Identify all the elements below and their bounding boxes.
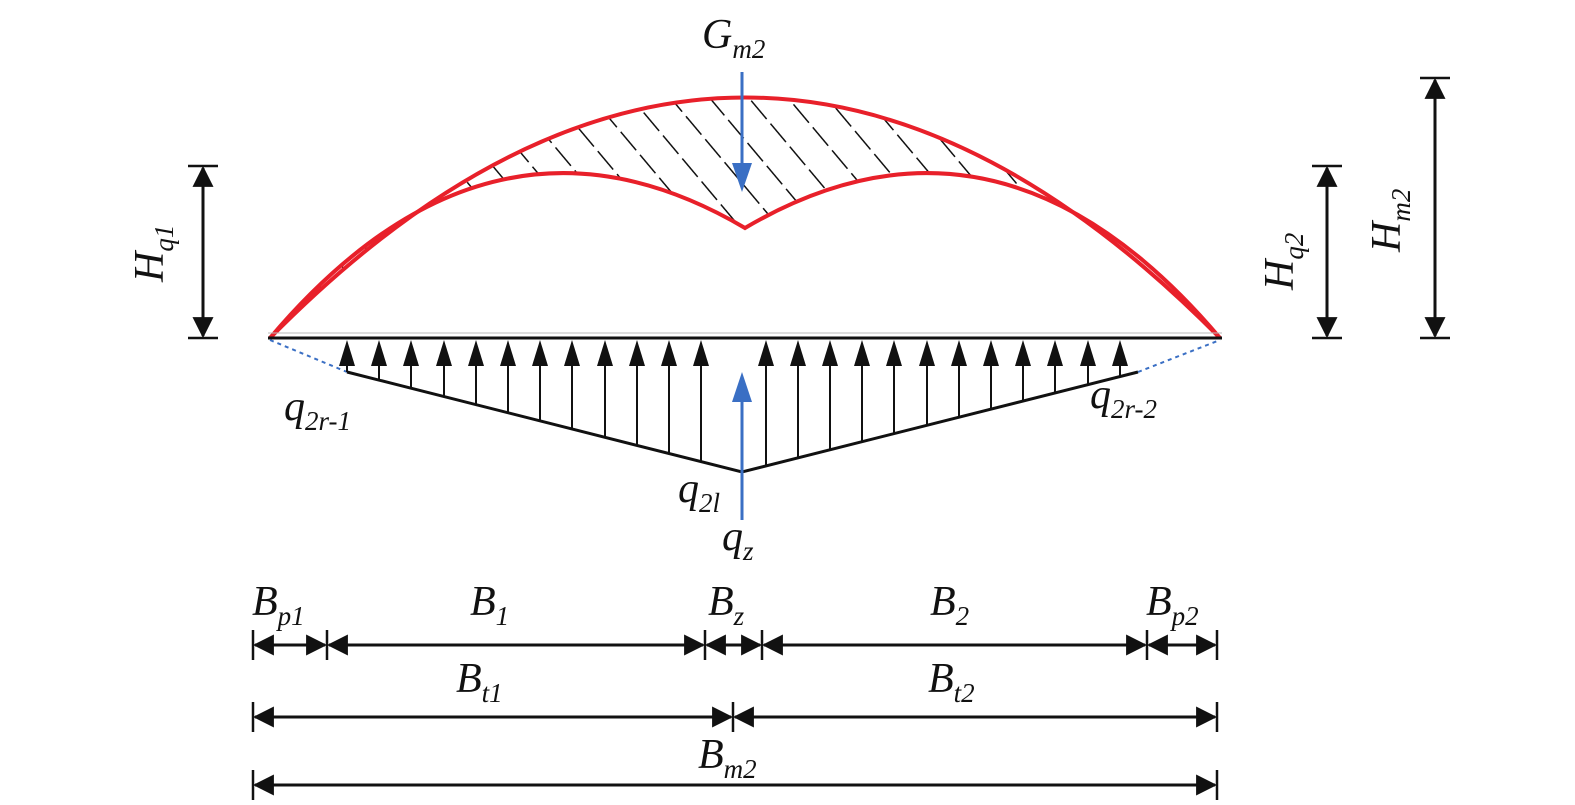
- label-bt2: Bt2: [928, 656, 975, 708]
- label-gm2: Gm2: [702, 12, 765, 64]
- pressure-arrow-head: [661, 340, 677, 366]
- label-bm2: Bm2: [698, 732, 757, 784]
- inner-arch-curve: [268, 171, 1222, 340]
- pressure-arrow-head: [532, 340, 548, 366]
- horizontal-dimensions: [251, 630, 1219, 800]
- pressure-arrow-head: [1047, 340, 1063, 366]
- pressure-arrows: [339, 340, 1128, 466]
- pressure-arrow-head: [564, 340, 580, 366]
- label-b2: B2: [930, 579, 969, 631]
- label-bt1: Bt1: [456, 656, 503, 708]
- label-q2l: q2l: [678, 466, 720, 518]
- dim-hq1: [188, 164, 218, 340]
- label-hm2: Hm2: [1364, 189, 1416, 253]
- pressure-arrow-head: [371, 340, 387, 366]
- pressure-arrow-head: [629, 340, 645, 366]
- label-q2r2: q2r-2: [1090, 372, 1157, 424]
- label-hq2: Hq2: [1257, 233, 1309, 291]
- pressure-arrow-head: [919, 340, 935, 366]
- pressure-arrow-head: [403, 340, 419, 366]
- label-hq1: Hq1: [127, 225, 179, 283]
- pressure-arrow-head: [951, 340, 967, 366]
- pressure-arrow-head: [468, 340, 484, 366]
- pressure-arrow-head: [500, 340, 516, 366]
- pressure-arrow-head: [1015, 340, 1031, 366]
- pressure-arrow-head: [597, 340, 613, 366]
- pressure-arrow-head: [1080, 340, 1096, 366]
- pressure-arrow-head: [1112, 340, 1128, 366]
- label-bz: Bz: [708, 579, 745, 631]
- dim-hm2: [1420, 76, 1450, 340]
- pressure-arrow-head: [758, 340, 774, 366]
- dim-hq2: [1312, 164, 1342, 340]
- label-bp2: Bp2: [1146, 579, 1199, 631]
- pressure-arrow-head: [854, 340, 870, 366]
- qz-arrow-head: [732, 372, 752, 402]
- pressure-arrow-head: [822, 340, 838, 366]
- dotted-edge-left: [269, 339, 348, 373]
- pressure-arrow-head: [436, 340, 452, 366]
- gm2-arrow-head: [732, 163, 752, 192]
- label-bp1: Bp1: [252, 579, 305, 631]
- label-q2r1: q2r-1: [284, 384, 351, 436]
- pressure-arrow-head: [339, 340, 355, 366]
- dotted-edge-right: [1137, 339, 1221, 373]
- label-b1: B1: [470, 579, 509, 631]
- pressure-arrow-head: [693, 340, 709, 366]
- pressure-arrow-head: [886, 340, 902, 366]
- pressure-arrow-head: [983, 340, 999, 366]
- label-qz: qz: [722, 514, 754, 566]
- pressure-arrow-head: [790, 340, 806, 366]
